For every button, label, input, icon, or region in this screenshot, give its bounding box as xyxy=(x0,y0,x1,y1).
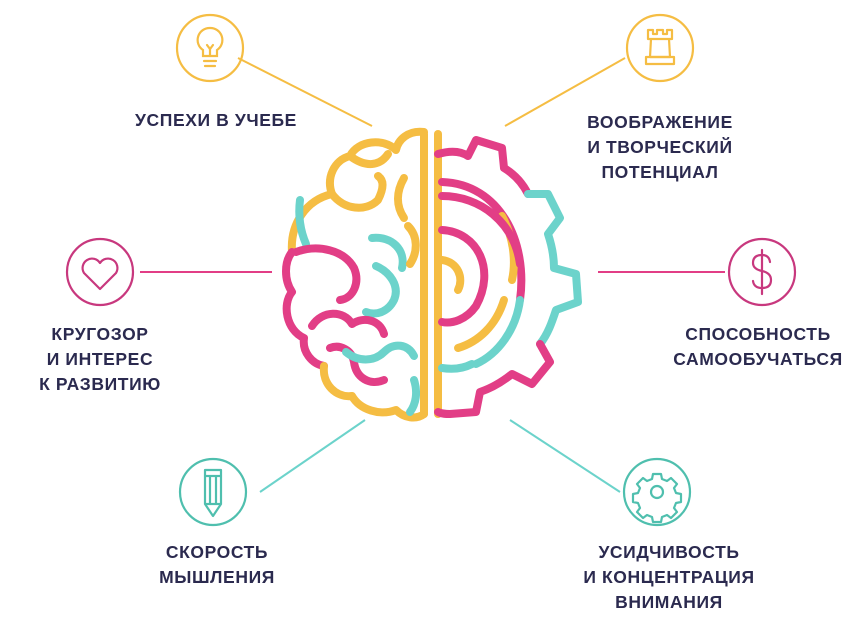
lightbulb-icon xyxy=(175,13,245,83)
label-line: САМООБУЧАТЬСЯ xyxy=(673,349,843,369)
connector-line xyxy=(259,419,366,493)
gear-half-graphic xyxy=(434,130,582,418)
benefit-label-study-success: УСПЕХИ В УЧЕБЕ xyxy=(118,108,314,133)
pencil-icon xyxy=(178,457,248,527)
benefit-label-thinking-speed: СКОРОСТЬ МЫШЛЕНИЯ xyxy=(132,540,302,590)
connector-line xyxy=(504,57,626,127)
label-line: И КОНЦЕНТРАЦИЯ xyxy=(583,567,755,587)
chess-rook-icon xyxy=(625,13,695,83)
label-line: МЫШЛЕНИЯ xyxy=(159,567,275,587)
connector-lines xyxy=(140,57,725,493)
brain-gear-graphic xyxy=(282,127,582,422)
brain-icon xyxy=(282,127,428,422)
label-line: И ТВОРЧЕСКИЙ xyxy=(587,137,733,157)
benefit-label-outlook: КРУГОЗОР И ИНТЕРЕС К РАЗВИТИЮ xyxy=(12,322,188,397)
benefit-label-imagination: ВООБРАЖЕНИЕ И ТВОРЧЕСКИЙ ПОТЕНЦИАЛ xyxy=(560,110,760,185)
benefit-label-self-learning: СПОСОБНОСТЬ САМООБУЧАТЬСЯ xyxy=(654,322,862,372)
label-line: СПОСОБНОСТЬ xyxy=(685,324,831,344)
connector-line xyxy=(237,57,373,127)
heart-icon xyxy=(65,237,135,307)
connector-line xyxy=(509,419,621,493)
label-line: УСИДЧИВОСТЬ xyxy=(598,542,740,562)
dollar-icon xyxy=(727,237,797,307)
label-line: ВООБРАЖЕНИЕ xyxy=(587,112,733,132)
label-line: ВНИМАНИЯ xyxy=(615,592,723,612)
benefit-label-perseverance: УСИДЧИВОСТЬ И КОНЦЕНТРАЦИЯ ВНИМАНИЯ xyxy=(566,540,772,615)
label-line: К РАЗВИТИЮ xyxy=(39,374,161,394)
label-line: ПОТЕНЦИАЛ xyxy=(601,162,719,182)
label-line: И ИНТЕРЕС xyxy=(46,349,154,369)
label-line: КРУГОЗОР xyxy=(51,324,149,344)
gear-icon xyxy=(622,457,692,527)
label-line: СКОРОСТЬ xyxy=(165,542,269,562)
label-line: УСПЕХИ В УЧЕБЕ xyxy=(135,110,297,130)
